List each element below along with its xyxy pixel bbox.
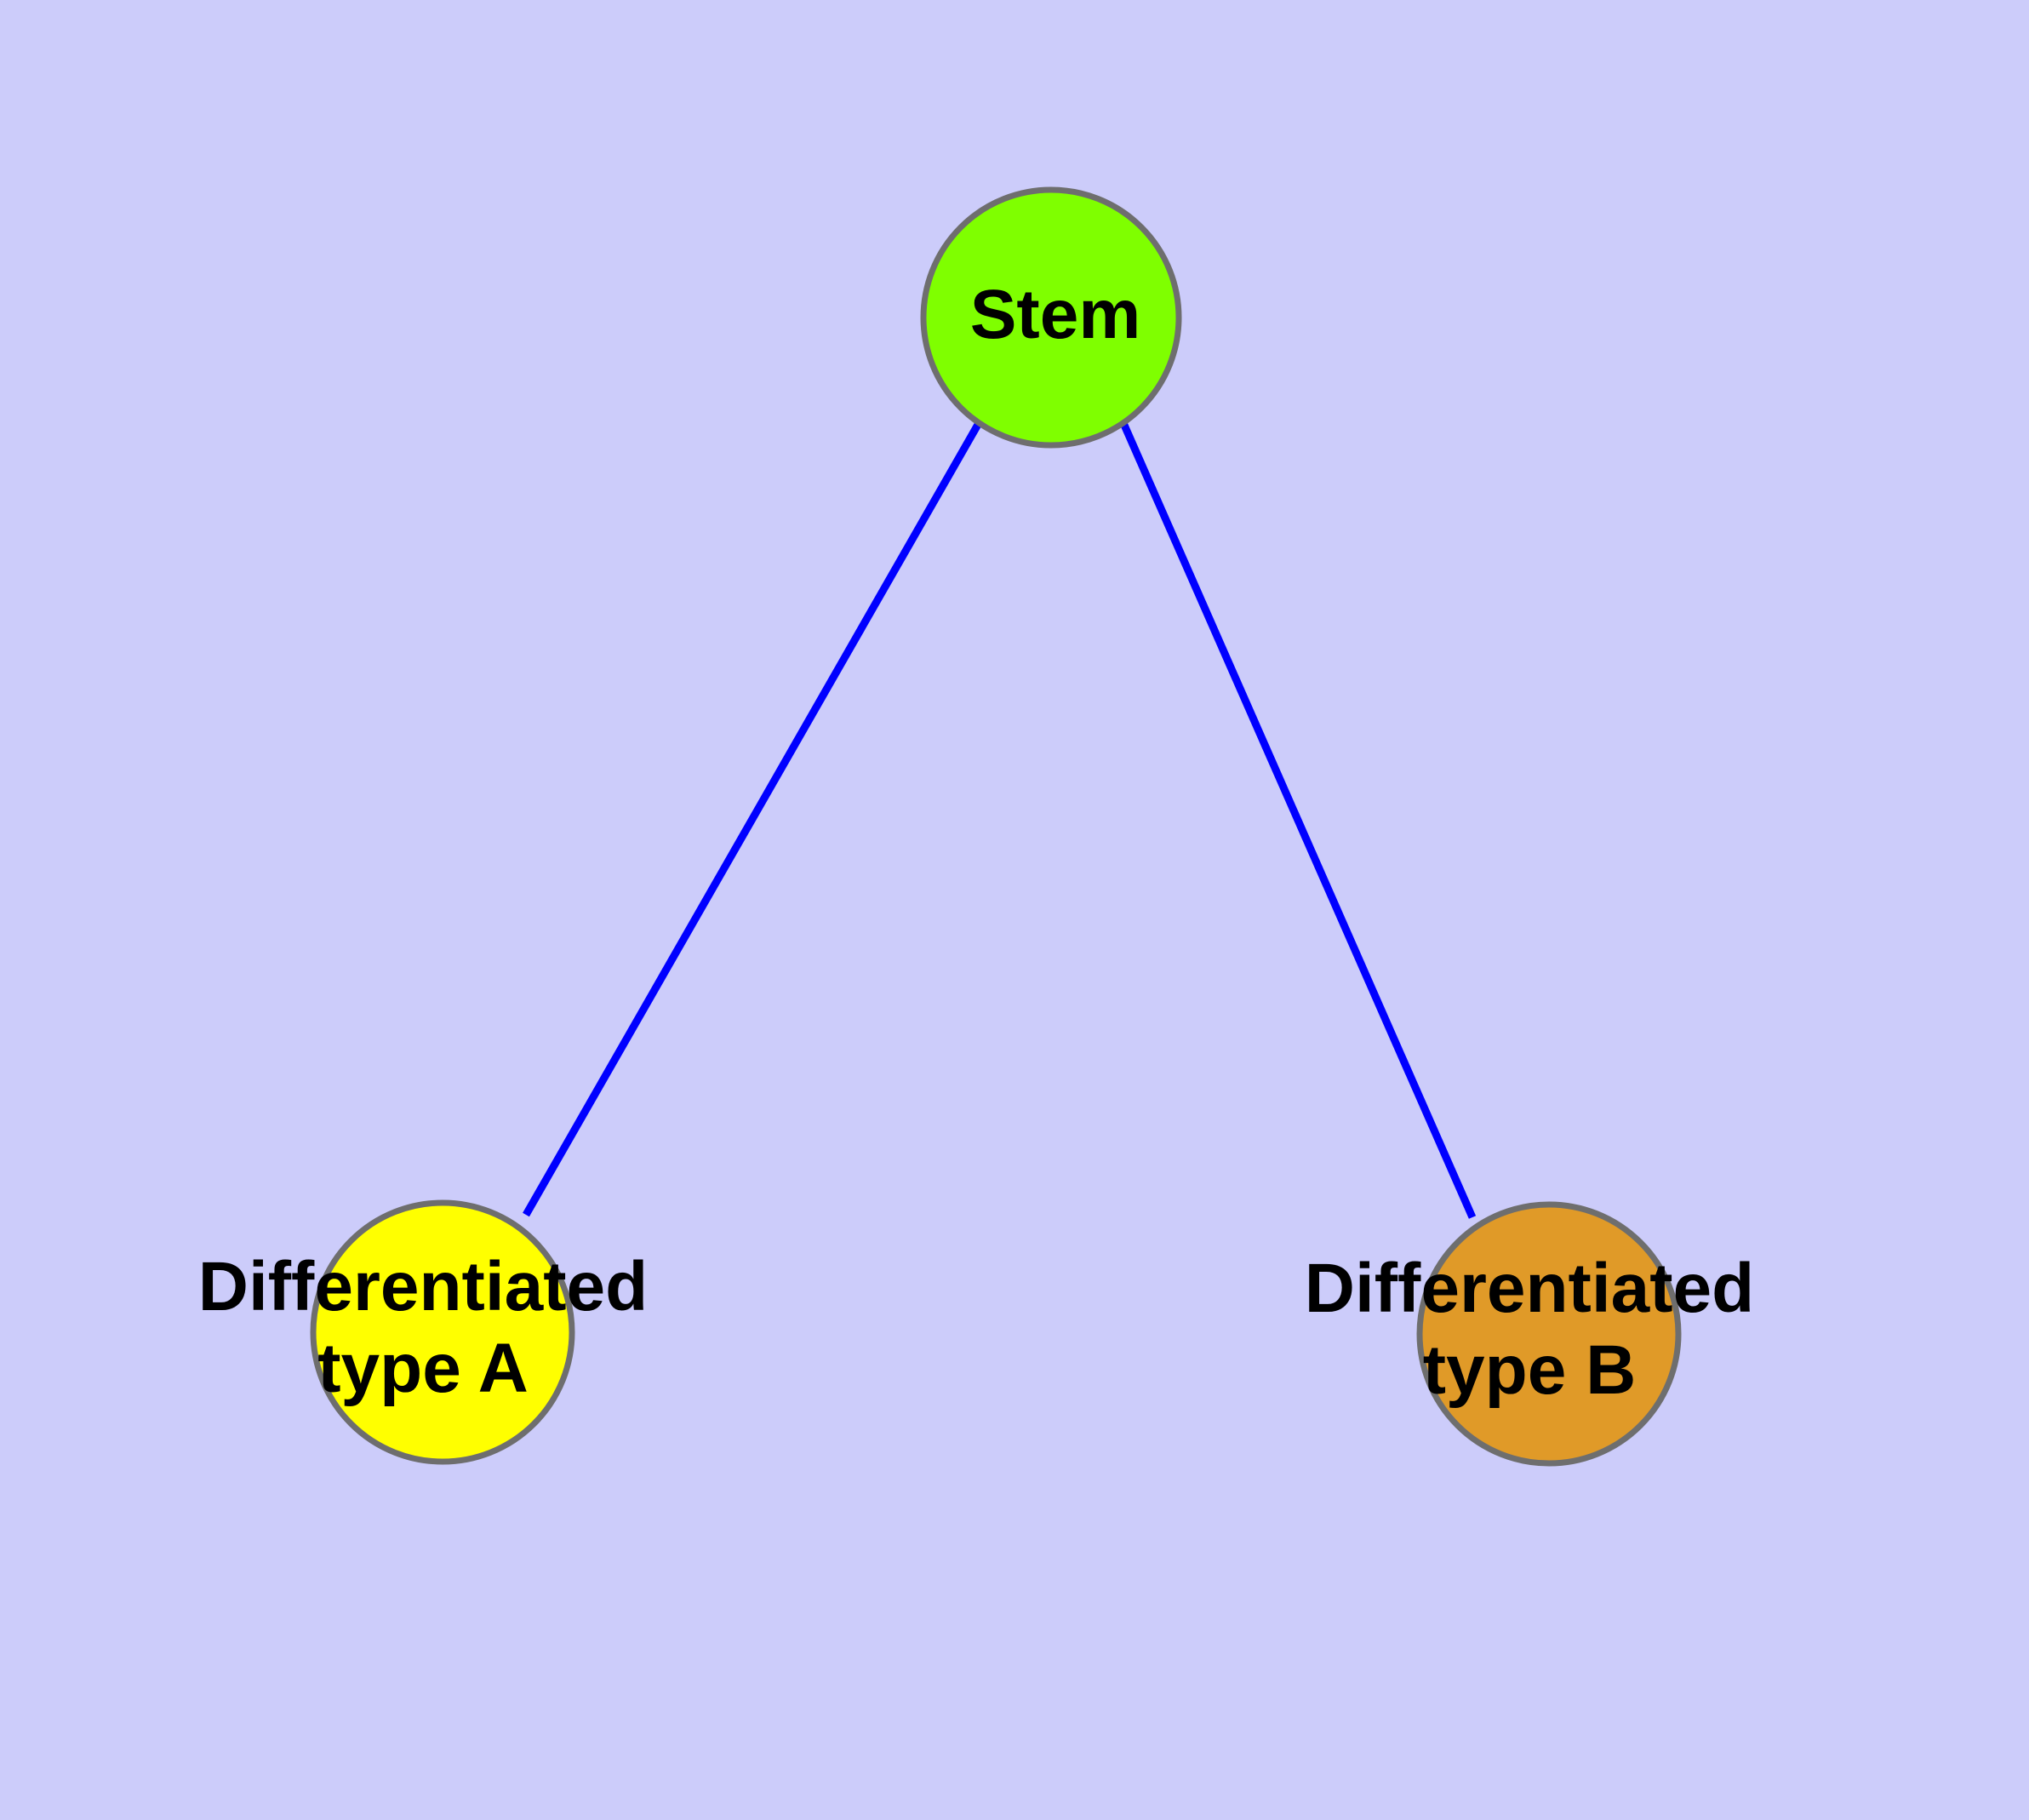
node-layer bbox=[310, 186, 1682, 1467]
node-differentiated-type-a-circle[interactable] bbox=[310, 1199, 575, 1465]
node-differentiated-type-b-circle[interactable] bbox=[1416, 1201, 1682, 1467]
edge-stem-to-differentiated-type-a[interactable] bbox=[523, 421, 982, 1217]
edge-stem-to-differentiated-type-b[interactable] bbox=[1119, 421, 1477, 1219]
edge-layer bbox=[523, 421, 1477, 1219]
node-stem-circle[interactable] bbox=[920, 186, 1182, 449]
node-stem-label: Stem bbox=[970, 276, 1141, 353]
